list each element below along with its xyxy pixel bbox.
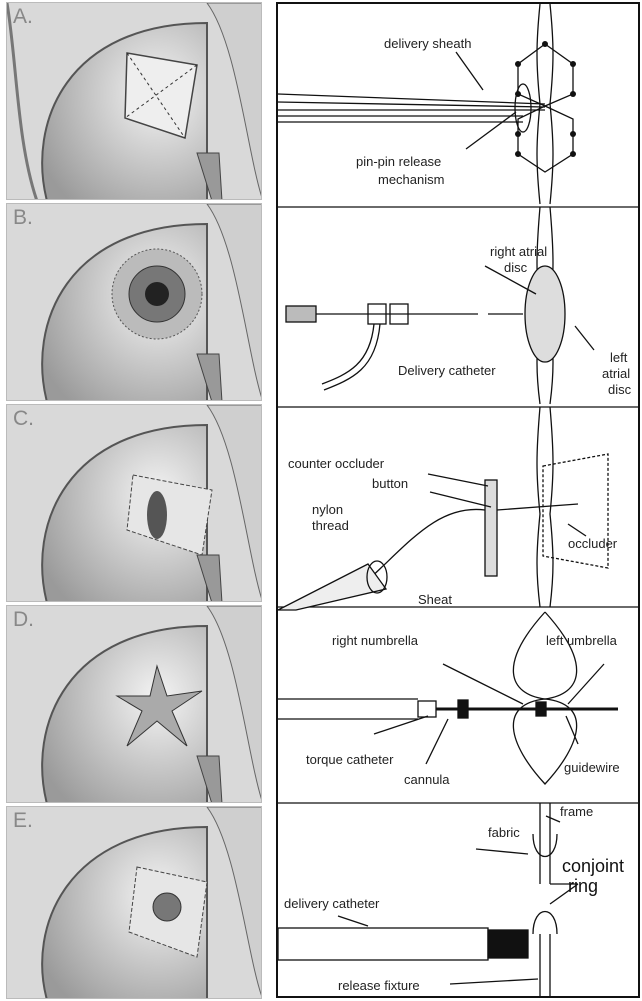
illustration-panel-d: D. (6, 605, 262, 803)
label-right-numbrella: right numbrella (332, 633, 419, 648)
panel-letter: B. (13, 206, 33, 230)
label-sheat: Sheat (418, 592, 452, 607)
heart-illustration-c (7, 405, 262, 602)
label-right-atrial-2: disc (504, 260, 528, 275)
heart-illustration-a (7, 3, 262, 200)
label-fabric: fabric (488, 825, 520, 840)
label-pin-release-1: pin-pin release (356, 154, 441, 169)
label-cannula: cannula (404, 772, 450, 787)
device-schematics: delivery sheath pin-pin release mechanis… (278, 4, 638, 996)
panel-letter: C. (13, 407, 34, 431)
label-button: button (372, 476, 408, 491)
illustration-panel-c: C. (6, 404, 262, 602)
label-pin-release-2: mechanism (378, 172, 444, 187)
heart-illustration-b (7, 204, 262, 401)
schematic-a (278, 44, 573, 172)
illustration-panel-b: B. (6, 203, 262, 401)
label-left-atrial-2: atrial (602, 366, 630, 381)
label-right-atrial-1: right atrial (490, 244, 547, 259)
label-delivery-catheter-e: delivery catheter (284, 896, 380, 911)
label-nylon-1: nylon (312, 502, 343, 517)
label-delivery-catheter-b: Delivery catheter (398, 363, 496, 378)
label-left-atrial-3: disc (608, 382, 632, 397)
heart-illustration-e (7, 807, 262, 999)
label-left-atrial-1: left (610, 350, 628, 365)
label-occluder: occluder (568, 536, 618, 551)
panel-letter: D. (13, 608, 34, 632)
label-left-umbrella: left umbrella (546, 633, 618, 648)
label-release-fixture: release fixture (338, 978, 420, 993)
label-nylon-2: thread (312, 518, 349, 533)
illustration-panel-e: E. (6, 806, 262, 999)
illustration-panel-a: A. (6, 2, 262, 200)
label-frame: frame (560, 804, 593, 819)
label-conjoint-1: conjoint (562, 856, 624, 876)
label-guidewire: guidewire (564, 760, 620, 775)
label-conjoint-2: ring (568, 876, 598, 896)
label-counter-occluder: counter occluder (288, 456, 385, 471)
label-torque-catheter: torque catheter (306, 752, 394, 767)
heart-illustration-d (7, 606, 262, 803)
label-delivery-sheath: delivery sheath (384, 36, 471, 51)
panel-letter: A. (13, 5, 33, 29)
panel-letter: E. (13, 809, 33, 833)
schematic-frame: delivery sheath pin-pin release mechanis… (276, 2, 640, 998)
